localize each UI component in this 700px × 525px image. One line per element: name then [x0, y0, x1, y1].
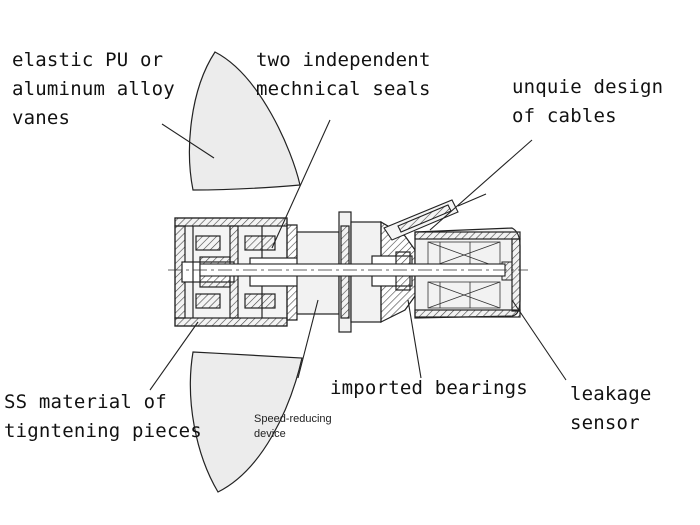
label-leakage-sensor: leakage sensor [570, 383, 652, 434]
label-imported-bearings: imported bearings [330, 377, 528, 399]
label-vanes: elastic PU or aluminum alloy vanes [12, 49, 175, 129]
cable-gland [383, 193, 487, 241]
lower-vane [189, 351, 303, 493]
label-ss-tightening-pieces: SS material of tigntening pieces [4, 391, 202, 442]
leader-lines [149, 119, 567, 391]
label-mechanical-seals: two independent mechnical seals [256, 49, 431, 100]
label-speed-reducing-device: Speed-reducing device [254, 413, 332, 440]
label-cable-design: unquie design of cables [512, 76, 664, 127]
stator-windings [427, 241, 501, 309]
upper-vane [188, 51, 301, 191]
